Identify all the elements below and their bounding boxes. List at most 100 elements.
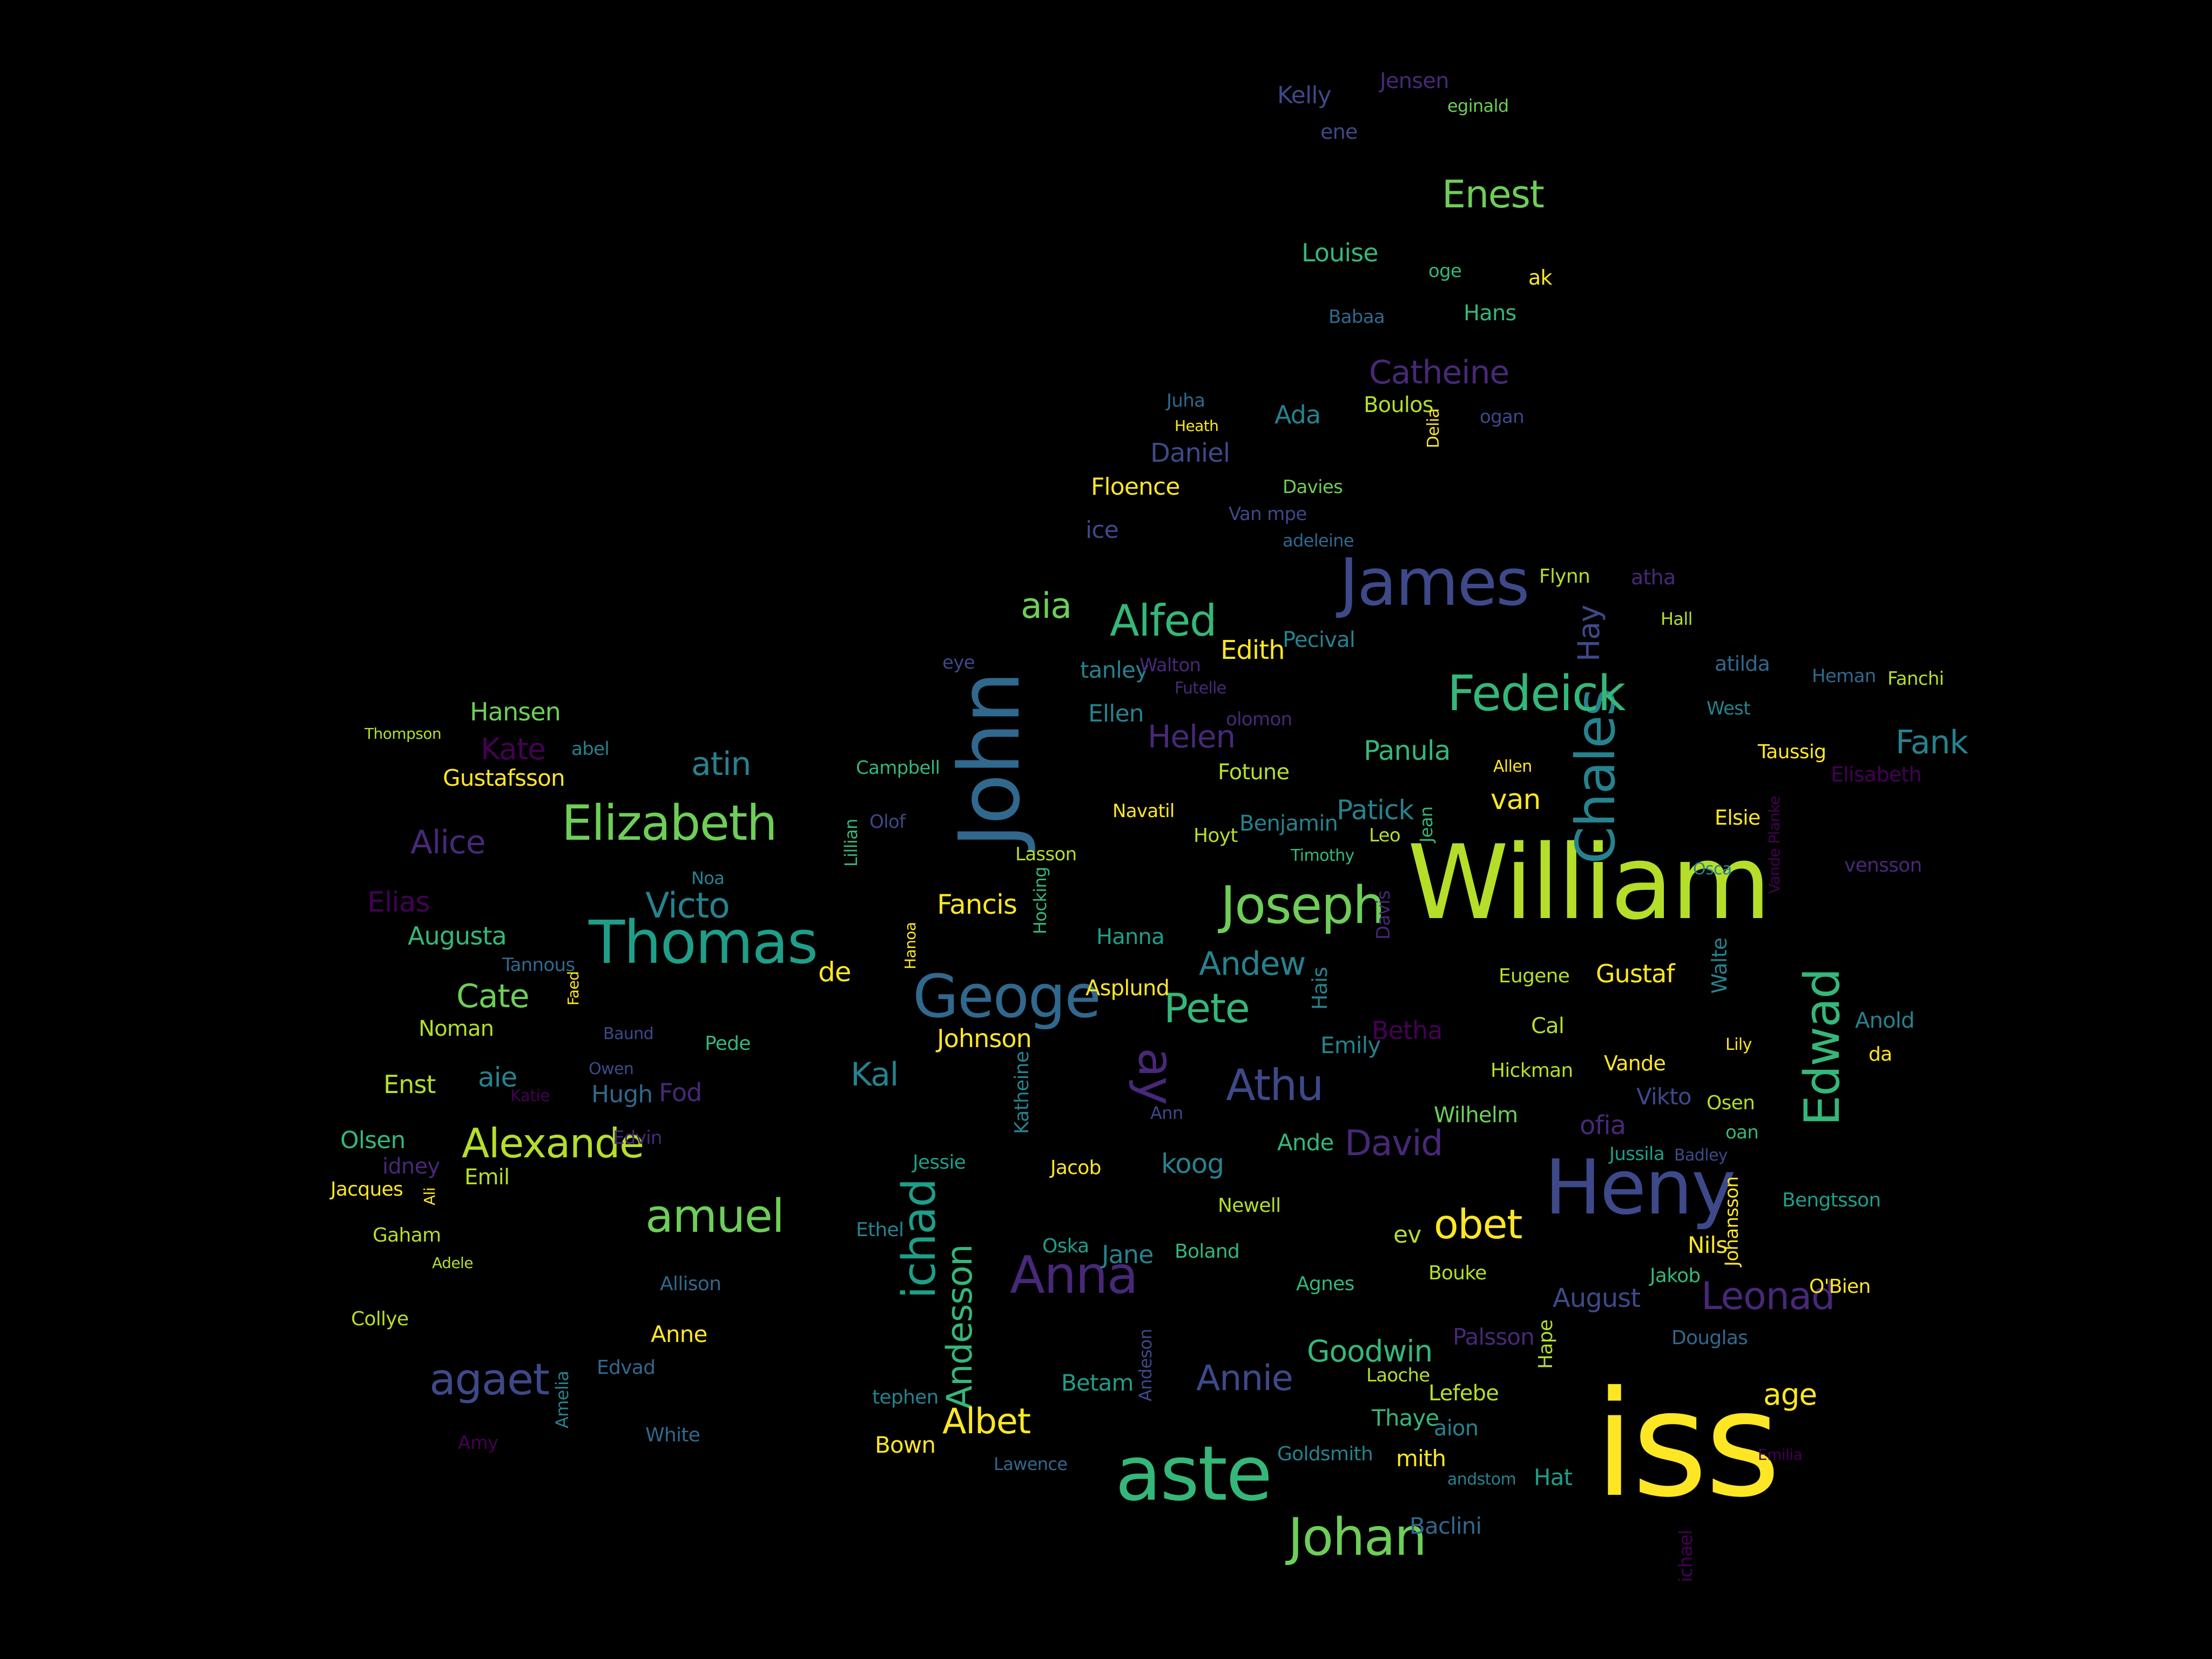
word-west: West [1707,698,1751,719]
word-joseph: Joseph [1220,876,1385,935]
word-betam: Betam [1061,1370,1134,1396]
word-fancis: Fancis [937,889,1017,920]
word-olomon: olomon [1226,709,1292,730]
word-hanoa: Hanoa [901,922,919,969]
word-fod: Fod [659,1078,702,1107]
word-eye: eye [942,652,975,673]
word-eugene: Eugene [1499,965,1570,987]
word-boland: Boland [1175,1240,1240,1263]
word-ev: ev [1393,1221,1421,1249]
word-lillian: Lillian [841,819,861,867]
word-osca: Osca [1693,860,1732,879]
word-louise: Louise [1301,238,1379,267]
word-ann: Ann [1150,1103,1183,1123]
word-van: van [1491,784,1541,816]
word-oska: Oska [1042,1235,1089,1257]
word-koog: koog [1161,1148,1224,1179]
word-david: David [1345,1123,1443,1164]
word-bouke: Bouke [1428,1262,1487,1284]
word-patick: Patick [1337,794,1414,826]
word-nils: Nils [1688,1232,1728,1258]
word-ogan: ogan [1480,406,1525,428]
word-albet: Albet [942,1401,1031,1442]
word-geoge: Geoge [913,962,1101,1031]
word-baclini: Baclini [1410,1513,1482,1539]
word-augusta: Augusta [408,921,507,950]
word-atilda: atilda [1715,652,1770,676]
word-hans: Hans [1464,301,1516,326]
word-age: age [1763,1377,1817,1412]
word-flynn: Flynn [1539,565,1590,588]
word-heath: Heath [1175,417,1219,435]
word-ande: Ande [1277,1129,1334,1156]
word-white: White [645,1424,700,1446]
word-hocking: Hocking [1030,867,1050,934]
word-ene: ene [1320,120,1358,144]
word-jussila: Jussila [1609,1143,1665,1165]
word-badley: Badley [1674,1146,1728,1165]
word-agnes: Agnes [1296,1273,1354,1295]
word-leonad: Leonad [1701,1274,1835,1318]
word-fanchi: Fanchi [1887,668,1944,690]
word-fotune: Fotune [1218,760,1290,785]
word-delia: Delia [1424,408,1443,448]
word-aion: aion [1434,1416,1479,1441]
word-wilhelm: Wilhelm [1434,1103,1518,1128]
word-pede: Pede [705,1033,751,1055]
word-pete: Pete [1164,984,1250,1032]
word-anna: Anna [1010,1246,1138,1305]
word-fedeick: Fedeick [1447,665,1626,722]
word-walte: Walte [1708,938,1731,994]
word-annie: Annie [1196,1358,1293,1399]
word-anold: Anold [1855,1008,1915,1033]
word-william: William [1407,823,1771,942]
word-newell: Newell [1218,1195,1281,1217]
word-idney: idney [382,1154,440,1179]
word-de: de [818,956,851,988]
word-baund: Baund [603,1024,654,1043]
word-noman: Noman [419,1016,494,1041]
word-oan: oan [1725,1122,1759,1143]
word-katheine: Katheine [1011,1051,1033,1134]
word-owen: Owen [589,1060,634,1078]
word-jane: Jane [1102,1240,1154,1269]
word-heny: Heny [1545,1144,1736,1232]
word-edwad: Edwad [1794,969,1851,1126]
word-emil: Emil [464,1165,510,1190]
word-goodwin: Goodwin [1307,1334,1433,1368]
word-thomas: Thomas [589,908,818,977]
word-olsen: Olsen [340,1127,406,1154]
word-ichael: ichael [1675,1530,1697,1582]
word-andew: Andew [1199,945,1306,983]
word-johnson: Johnson [937,1024,1032,1053]
word-agaet: agaet [429,1354,550,1405]
word-allen: Allen [1493,757,1532,776]
word-elizabeth: Elizabeth [562,795,778,852]
word-olof: Olof [869,811,906,833]
word-hansen: Hansen [470,697,561,726]
word-hape: Hape [1535,1319,1557,1369]
word-catheine: Catheine [1369,354,1509,392]
word-jacob: Jacob [1050,1157,1101,1179]
word-elsie: Elsie [1715,806,1761,830]
word-aia: aia [1021,586,1072,626]
word-timothy: Timothy [1291,846,1354,865]
word-vanmpe: Van mpe [1229,503,1307,525]
word-john: John [941,672,1038,848]
word-abel: abel [571,738,610,760]
word-jakob: Jakob [1650,1265,1701,1287]
word-obien: O'Bien [1809,1276,1871,1298]
word-emily: Emily [1320,1032,1381,1058]
word-hickman: Hickman [1491,1060,1573,1082]
word-futelle: Futelle [1175,679,1226,698]
word-andeson: Andeson [1135,1328,1156,1401]
word-jessie: Jessie [913,1151,966,1174]
word-ofia: ofia [1580,1110,1626,1141]
word-hat: Hat [1534,1464,1573,1491]
word-hais: Hais [1308,967,1332,1010]
word-andesson: Andesson [940,1244,980,1410]
word-eginald: eginald [1447,96,1509,116]
word-noa: Noa [691,868,725,888]
word-andstom: andstom [1447,1470,1516,1489]
word-vande: Vande [1604,1051,1666,1075]
